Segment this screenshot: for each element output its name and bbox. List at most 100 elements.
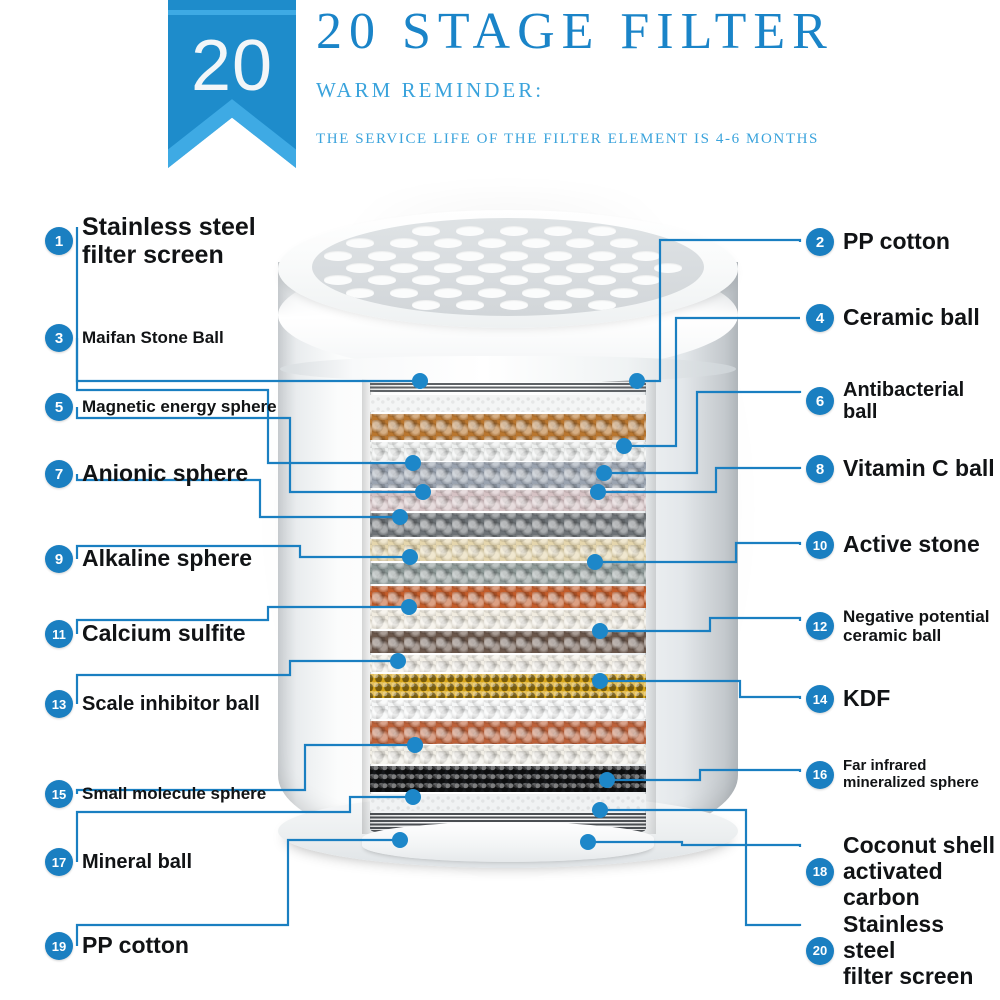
media-layer: [370, 655, 646, 673]
top-screen-perforation: [632, 250, 660, 260]
media-layer-fill: [370, 585, 646, 609]
top-screen-perforation: [390, 238, 418, 248]
media-layer: [370, 563, 646, 584]
top-screen-perforation: [610, 287, 638, 297]
callout-18[interactable]: 18 Coconut shell activated carbon: [806, 832, 1000, 910]
callout-number-badge: 2: [806, 228, 834, 256]
top-screen-perforation: [544, 299, 572, 309]
top-screen-perforation: [390, 287, 418, 297]
callout-3[interactable]: 3 Maifan Stone Ball: [45, 324, 224, 352]
callout-number-badge: 13: [45, 690, 73, 718]
top-screen-perforation: [346, 238, 374, 248]
top-screen-perforation: [478, 238, 506, 248]
callout-number-badge: 18: [806, 857, 834, 886]
top-screen-perforation: [588, 275, 616, 285]
callout-number-badge: 6: [806, 387, 834, 416]
top-screen-perforation: [544, 275, 572, 285]
media-layer-fill: [370, 413, 646, 440]
media-layer: [370, 394, 646, 413]
top-screen-perforation: [610, 262, 638, 272]
cartridge-collar: [280, 356, 736, 382]
callout-label: Stainless steel filter screen: [82, 213, 256, 269]
top-screen-perforation: [456, 299, 484, 309]
ribbon-top-stripe: [168, 10, 296, 15]
top-screen-perforation: [654, 262, 682, 272]
media-layer-fill: [370, 462, 646, 489]
callout-20[interactable]: 20 Stainless steel filter screen: [806, 911, 1000, 989]
media-layer-fill: [370, 441, 646, 461]
callout-label: PP cotton: [843, 228, 950, 255]
callout-number-badge: 17: [45, 848, 73, 876]
top-screen-perforation: [500, 299, 528, 309]
callout-10[interactable]: 10 Active stone: [806, 531, 980, 559]
callout-label: Coconut shell activated carbon: [843, 832, 996, 910]
callout-number-badge: 19: [45, 932, 73, 960]
callout-14[interactable]: 14 KDF: [806, 685, 890, 713]
warm-reminder-heading: WARM REMINDER:: [316, 78, 545, 102]
top-screen-perforation: [324, 250, 352, 260]
top-screen-perforation: [412, 275, 440, 285]
filter-cartridge-illustration: [250, 190, 766, 900]
top-screen-perforation: [412, 299, 440, 309]
top-screen-perforation: [610, 238, 638, 248]
callout-number-badge: 4: [806, 304, 834, 332]
callout-label: Negative potential ceramic ball: [843, 607, 990, 646]
media-layer-fill: [370, 655, 646, 673]
media-layer: [370, 720, 646, 744]
callout-label: Antibacterial ball: [843, 379, 965, 424]
top-screen-perforation: [368, 275, 396, 285]
top-screen-perforation: [522, 287, 550, 297]
media-layer: [370, 512, 646, 538]
callout-7[interactable]: 7 Anionic sphere: [45, 460, 248, 488]
callout-2[interactable]: 2 PP cotton: [806, 228, 950, 256]
top-screen-perforation: [434, 262, 462, 272]
service-life-text: THE SERVICE LIFE OF THE FILTER ELEMENT I…: [316, 131, 819, 147]
callout-number-badge: 7: [45, 460, 73, 488]
callout-1[interactable]: 1 Stainless steel filter screen: [45, 213, 256, 269]
callout-number-badge: 1: [45, 227, 73, 255]
top-screen-perforation: [456, 226, 484, 235]
top-screen-perforation: [368, 250, 396, 260]
top-screen-perforation: [588, 226, 616, 235]
callout-6[interactable]: 6 Antibacterial ball: [806, 379, 1000, 424]
callout-number-badge: 8: [806, 455, 834, 483]
media-layer: [370, 766, 646, 793]
callout-label: Maifan Stone Ball: [82, 328, 224, 348]
media-layer: [370, 674, 646, 699]
media-layer-fill: [370, 745, 646, 765]
callout-number-badge: 20: [806, 936, 834, 965]
top-screen-perforation: [588, 299, 616, 309]
media-layer-fill: [370, 490, 646, 512]
media-layer-fill: [370, 538, 646, 562]
top-screen-perforation: [588, 250, 616, 260]
callout-number-badge: 3: [45, 324, 73, 352]
callout-number-badge: 14: [806, 685, 834, 713]
callout-label: Active stone: [843, 531, 980, 558]
media-layer-fill: [370, 630, 646, 654]
callout-number-badge: 10: [806, 531, 834, 559]
stage-count-ribbon: 20: [168, 0, 296, 168]
callout-number-badge: 5: [45, 393, 73, 421]
callout-label: KDF: [843, 685, 891, 712]
media-layer: [370, 490, 646, 512]
media-layer-fill: [370, 700, 646, 720]
callout-number-badge: 11: [45, 620, 73, 648]
media-layer: [370, 609, 646, 630]
callout-label: Stainless steel filter screen: [843, 911, 974, 989]
cutaway-base-ledge: [362, 822, 654, 862]
top-screen-perforation: [412, 250, 440, 260]
callout-label: Anionic sphere: [82, 460, 249, 487]
top-screen-perforation: [478, 262, 506, 272]
top-screen-perforation: [456, 250, 484, 260]
